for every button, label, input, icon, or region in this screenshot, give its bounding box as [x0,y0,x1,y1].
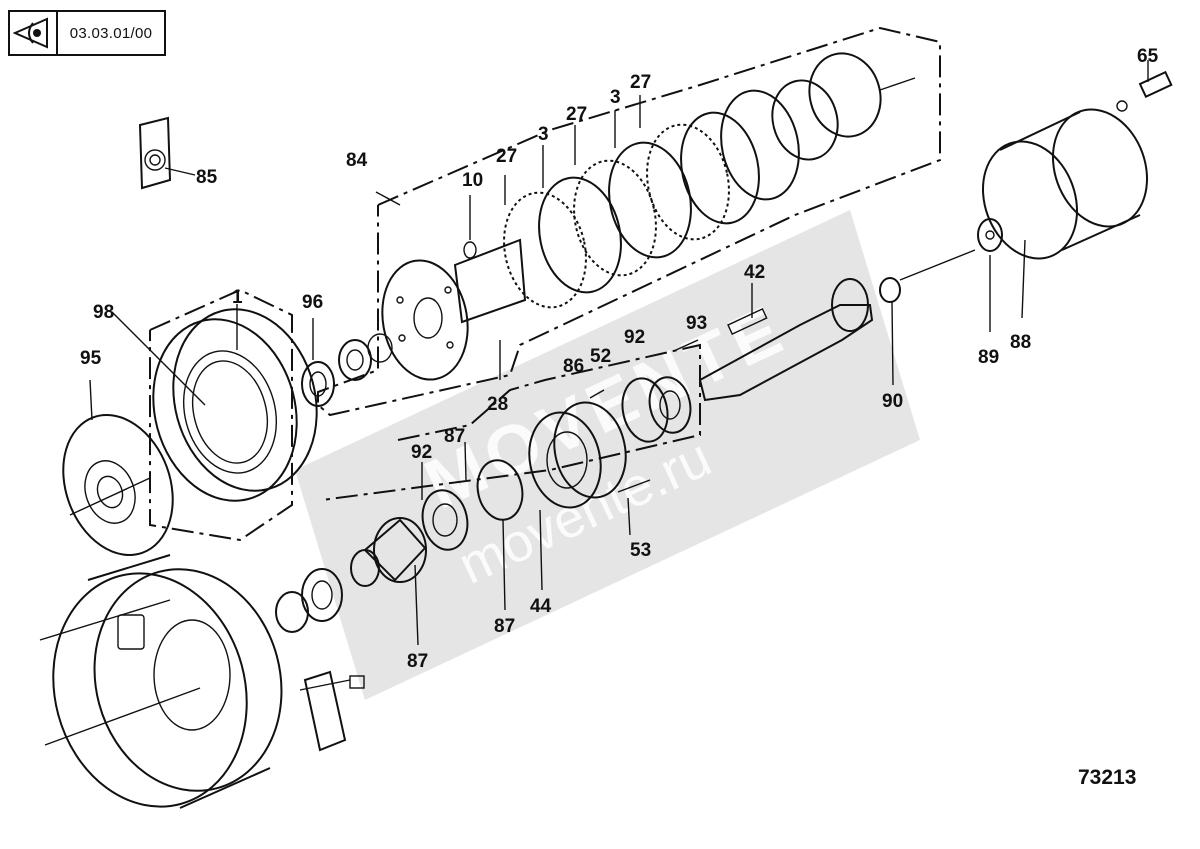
label-96: 96 [302,292,323,313]
label-3-a: 3 [538,124,549,145]
label-87-a: 87 [444,426,465,447]
leader-lines [236,95,641,380]
part-88-pulley [981,108,1149,319]
label-92-b: 92 [411,442,432,463]
part-96-bearing [301,318,393,407]
bracket-part [299,670,365,752]
eye-view-icon [10,12,58,54]
part-95-plate [62,379,174,556]
label-1: 1 [232,287,243,308]
part-89-washer [977,218,1003,332]
label-87-c: 87 [407,651,428,672]
clutch-plate-stack [503,89,800,309]
lower-bearings-row [275,441,524,646]
label-52: 52 [590,346,611,367]
drawing-number: 73213 [1078,766,1137,789]
part-labels: 65 85 84 10 27 3 27 3 27 98 1 96 95 28 8… [80,46,1159,672]
header-code: 03.03.01/00 [69,24,153,42]
label-65: 65 [1137,46,1159,67]
label-89: 89 [978,347,999,368]
assembly-group-84-outline [317,26,941,417]
label-85: 85 [196,167,218,188]
header-box: 03.03.01/00 [8,10,166,56]
label-95: 95 [80,348,102,369]
label-90: 90 [882,391,903,412]
main-housing [39,554,283,809]
assembly-group-lower-outline [321,343,701,501]
label-86: 86 [563,356,584,377]
label-42: 42 [744,262,765,283]
part-44-bearing-assembly [528,339,699,591]
label-87-b: 87 [494,616,515,637]
assembly-group-1-outline [149,288,293,542]
label-27-b: 27 [566,104,587,125]
label-84: 84 [346,150,368,171]
part-65-bolt [1116,60,1173,112]
label-88: 88 [1010,332,1031,353]
part-1-gear-ring [111,308,318,502]
label-44: 44 [530,596,552,617]
clutch-housing-cup [771,52,916,161]
label-10: 10 [462,170,483,191]
label-53: 53 [630,540,651,561]
label-92-a: 92 [624,327,645,348]
label-28: 28 [487,394,508,415]
label-3-b: 3 [610,87,621,108]
label-27-a: 27 [496,146,517,167]
part-85-clip [138,116,196,190]
label-93: 93 [686,313,707,334]
part-84-carrier [381,238,527,381]
label-27-c: 27 [630,72,651,93]
part-42-shaft [698,249,976,402]
label-98: 98 [93,302,114,323]
